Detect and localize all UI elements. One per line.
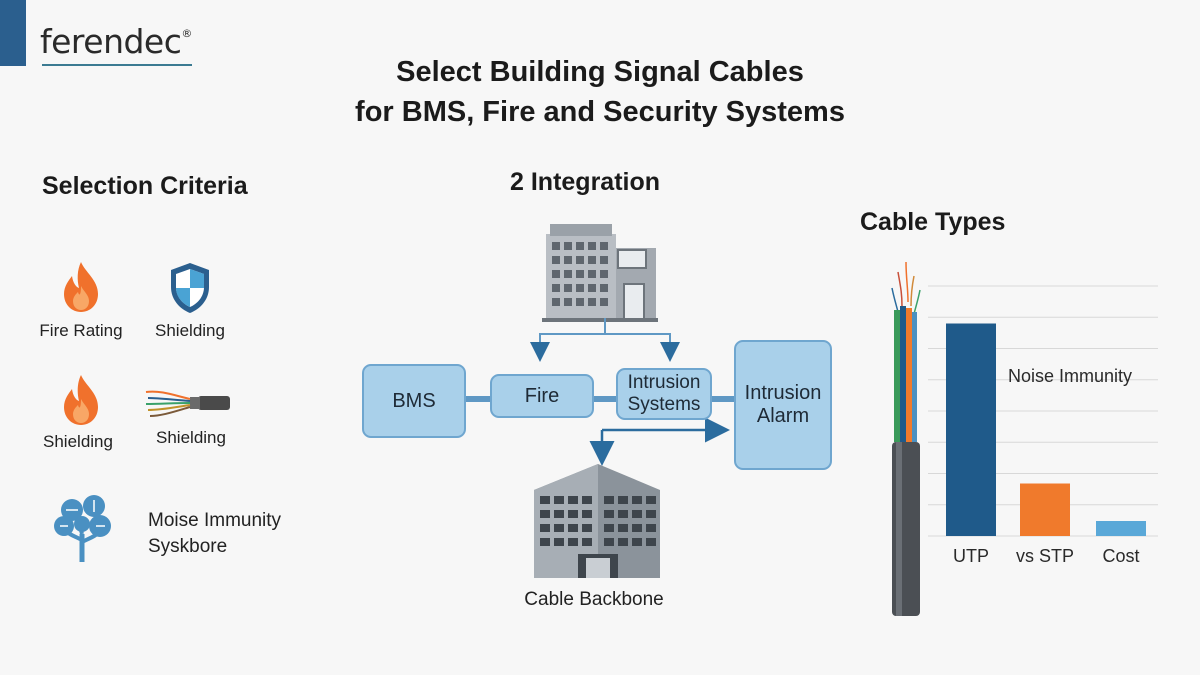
chart-bar-utp [946,323,996,536]
chart-category-label: vs STP [1016,546,1074,566]
brand-name: ferendec [40,22,182,61]
backbone-building-icon [534,464,660,578]
node-intrusion-systems-line-2: Systems [627,394,701,415]
node-intrusion-alarm-line-1: Intrusion [744,382,822,404]
node-intrusion-systems: Intrusion Systems [616,368,712,420]
criteria-label-shielding-1: Shielding [155,321,225,340]
page-title: Select Building Signal Cables for BMS, F… [290,52,910,132]
noise-line-1: Moise Immunity [148,510,282,531]
shield-icon [171,263,209,313]
cable-wires-icon [145,390,230,417]
flame-icon [64,375,98,425]
office-building-icon [542,224,658,322]
noise-immunity-label: Moise Immunity Syskbore [148,508,281,560]
criteria-label-shielding-3: Shielding [156,428,226,447]
brand-corner-bar [0,0,26,66]
network-tree-icon [54,495,111,562]
node-fire-label: Fire [524,384,560,407]
flame-icon [64,262,98,312]
cable-cross-section-icon [891,261,921,616]
integration-connectors [464,318,736,466]
chart-category-label: Cost [1102,546,1139,566]
selection-criteria-heading: Selection Criteria [42,172,248,200]
noise-line-2: Syskbore [148,536,228,557]
node-intrusion-systems-line-1: Intrusion [627,372,701,393]
criteria-label-fire-rating: Fire Rating [39,321,123,340]
node-bms-label: BMS [392,389,436,412]
chart-bar-cost [1096,521,1146,536]
integration-heading: 2 Integration [510,168,661,196]
criteria-label-shielding-2: Shielding [43,432,113,451]
node-intrusion-alarm-line-2: Alarm [756,405,810,427]
node-intrusion-alarm: Intrusion Alarm [734,340,832,470]
title-line-1: Select Building Signal Cables [396,56,804,88]
cable-types-heading: Cable Types [860,208,1006,236]
chart-bar-vs-stp [1020,483,1070,536]
node-fire: Fire [490,374,594,418]
chart-bars [946,323,1146,536]
cable-backbone-label: Cable Backbone [524,589,664,610]
brand-logo: ferendec® [40,22,192,61]
title-line-2: for BMS, Fire and Security Systems [355,96,845,128]
chart-category-label: UTP [953,546,989,566]
node-bms: BMS [362,364,466,438]
chart-annotation-noise-immunity: Noise Immunity [1008,366,1132,386]
cable-types-chart: UTP vs STP Cost Noise Immunity [928,285,1158,566]
chart-category-labels: UTP vs STP Cost [953,546,1140,566]
registered-mark: ® [181,27,192,40]
logo-underline [42,64,192,66]
